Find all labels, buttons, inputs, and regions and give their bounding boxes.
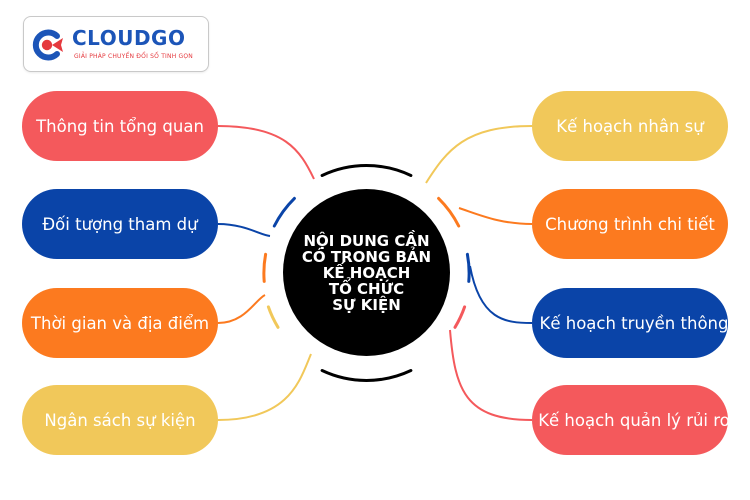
connector-left-3	[217, 294, 266, 324]
topic-label: Kế hoạch truyền thông	[539, 313, 729, 333]
topic-label: Thời gian và địa điểm	[30, 313, 210, 333]
topic-label: Thông tin tổng quan	[36, 116, 204, 136]
ring-arc-left-mid	[262, 252, 268, 283]
cloudgo-mark-icon	[32, 29, 63, 61]
topic-label: Chương trình chi tiết	[545, 214, 715, 234]
connector-left-2	[217, 223, 271, 237]
ring-arc-top	[320, 164, 413, 177]
ring-arc-left-upper	[272, 196, 296, 228]
central-topic-line: KẾ HOẠCH	[322, 263, 411, 282]
connector-right-1	[425, 125, 533, 184]
cloudgo-logo: CLOUDGO GIẢI PHÁP CHUYỂN ĐỔI SỐ TINH GỌN	[23, 16, 209, 72]
connector-right-2	[458, 207, 533, 225]
topic-left-4: Ngân sách sự kiện	[22, 385, 218, 455]
topic-left-3: Thời gian và địa điểm	[22, 288, 218, 358]
topic-right-4: Kế hoạch quản lý rủi ro	[532, 385, 730, 455]
central-topic-line: SỰ KIỆN	[332, 295, 401, 314]
topic-label: Kế hoạch nhân sự	[556, 116, 704, 136]
central-topic-line: NỘI DUNG CẦN	[303, 231, 430, 250]
ring-arc-bottom	[320, 369, 413, 382]
connector-right-4	[449, 329, 533, 421]
ring-arc-right-lower	[453, 305, 467, 329]
topic-left-2: Đối tượng tham dự	[22, 189, 218, 259]
central-topic-line: CÓ TRONG BẢN	[301, 247, 432, 266]
connector-right-3	[469, 265, 533, 324]
logo-tagline: GIẢI PHÁP CHUYỂN ĐỔI SỐ TINH GỌN	[74, 53, 193, 60]
topic-label: Ngân sách sự kiện	[44, 410, 196, 430]
ring-arc-right-upper	[437, 196, 461, 228]
topic-right-3: Kế hoạch truyền thông	[532, 288, 728, 358]
ring-arc-right-mid	[465, 252, 471, 283]
topic-label: Đối tượng tham dự	[42, 214, 198, 234]
logo-wordmark: CLOUDGO	[72, 26, 186, 50]
topic-label: Kế hoạch quản lý rủi ro	[538, 410, 730, 430]
topic-right-2: Chương trình chi tiết	[532, 189, 728, 259]
connector-left-1	[217, 125, 315, 180]
central-topic-line: TỔ CHỨC	[328, 279, 405, 298]
connector-left-4	[217, 353, 312, 421]
central-topic: NỘI DUNG CẦN CÓ TRONG BẢN KẾ HOẠCH TỔ CH…	[283, 189, 450, 356]
topic-right-1: Kế hoạch nhân sự	[532, 91, 728, 161]
ring-arc-left-lower	[266, 305, 280, 329]
topic-left-1: Thông tin tổng quan	[22, 91, 218, 161]
